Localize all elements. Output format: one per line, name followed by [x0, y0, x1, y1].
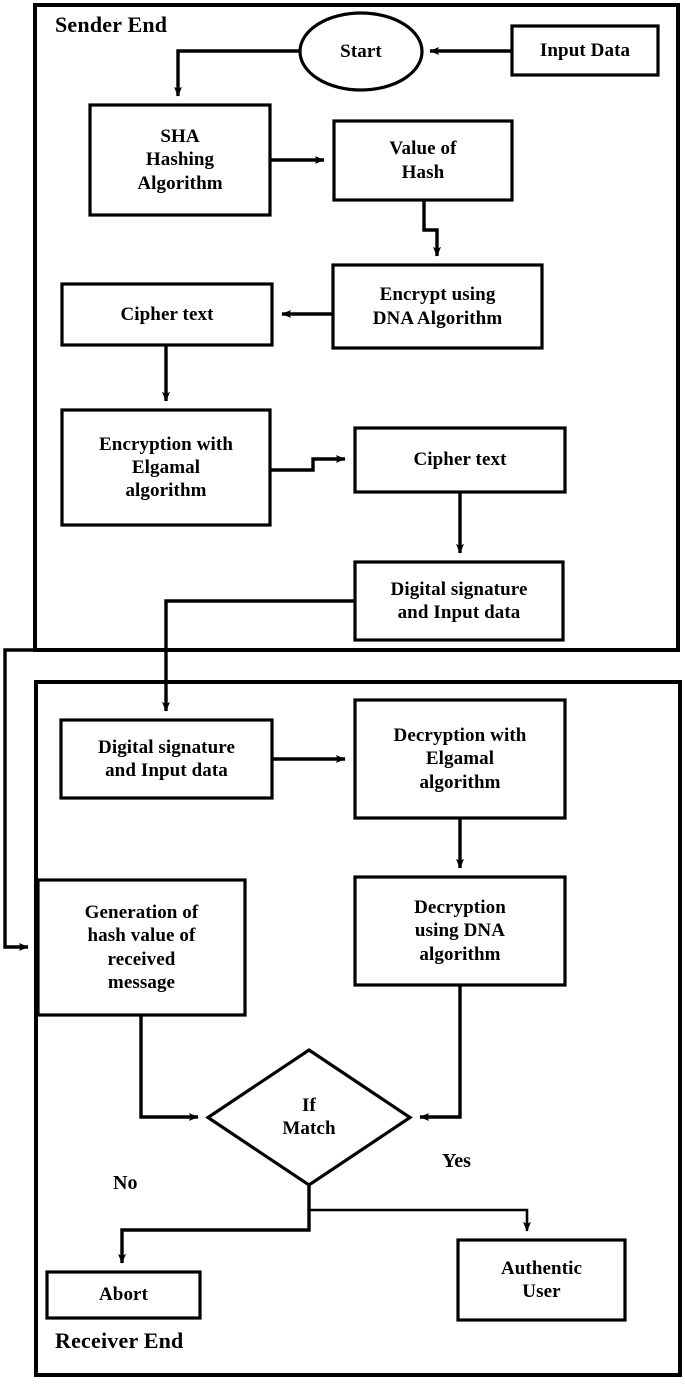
receiver-end-frame-title: Receiver End	[55, 1328, 184, 1353]
edge-decryption-dna-to-if-match	[419, 985, 462, 1121]
node-shape-group	[36, 11, 660, 1322]
edge-digital-signature-sender-to-receiver	[161, 599, 355, 712]
cipher-text-sender-2-node-shape	[353, 426, 567, 494]
decryption-with-elgamal-algorithm-node-shape	[353, 698, 567, 820]
digital-signature-receiver-node-shape	[59, 718, 274, 800]
edge-if-match-no-to-abort	[117, 1185, 311, 1264]
decryption-using-dna-algorithm-node-shape	[353, 875, 567, 987]
edge-start-to-sha	[173, 49, 300, 97]
connector-group	[3, 46, 531, 1264]
sender-end-frame-title: Sender End	[55, 12, 168, 37]
digital-signature-sender-node-shape	[353, 560, 565, 642]
start-node-shape	[298, 11, 424, 92]
edge-if-match-yes-to-authentic-user	[309, 1208, 531, 1232]
edge-generation-of-hash-to-if-match	[139, 1015, 199, 1122]
if-match-decision-shape	[205, 1048, 413, 1187]
value-of-hash-node-shape	[332, 119, 514, 202]
authentic-user-node-shape	[456, 1238, 627, 1322]
edge-value-of-hash-to-encrypt-dna	[422, 200, 441, 257]
sha-hashing-algorithm-node-shape	[88, 103, 272, 217]
input-data-node-shape	[510, 24, 660, 77]
sender-frame	[33, 3, 680, 652]
edge-feedback-to-generation-of-hash	[3, 648, 166, 952]
abort-node-shape	[45, 1270, 202, 1320]
encrypt-using-dna-algorithm-node-shape	[331, 263, 544, 350]
encryption-with-elgamal-algorithm-node-shape	[60, 408, 272, 527]
edge-encryption-elgamal-to-cipher-text-2	[270, 455, 346, 472]
receiver-frame	[34, 680, 682, 1377]
edge-label-yes: Yes	[442, 1150, 471, 1172]
generation-of-hash-value-node-shape	[36, 878, 247, 1017]
frame-group	[33, 3, 682, 1377]
edge-label-no: No	[113, 1172, 138, 1194]
cipher-text-sender-1-node-shape	[60, 282, 274, 347]
